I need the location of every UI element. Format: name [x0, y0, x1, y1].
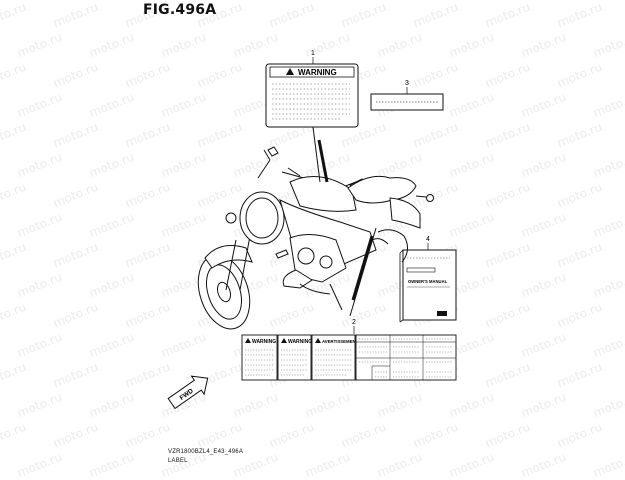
callout-2: 2: [352, 319, 356, 326]
label-set-2[interactable]: WARNING WARNING AVERTISSEMENT: [241, 334, 457, 381]
warning-triangle-icon: [286, 68, 294, 75]
owners-manual-title: OWNER'S MANUAL: [408, 279, 448, 284]
label-strip-3[interactable]: [370, 93, 444, 111]
warning-label-1-text-lines: [272, 83, 350, 120]
warning-label-1[interactable]: WARNING: [265, 63, 359, 128]
owners-manual[interactable]: OWNER'S MANUAL: [399, 249, 457, 323]
callout-1: 1: [311, 50, 315, 57]
tyre-table-text: [359, 338, 453, 378]
warning-label-1-header: WARNING: [298, 68, 337, 77]
manual-logo-icon: [437, 311, 447, 316]
callout-3: 3: [405, 80, 409, 87]
leader-line-2: [349, 227, 377, 317]
figure-code: VZR1800BZL4_E43_496A: [168, 449, 244, 455]
figure-title: FIG.496A: [143, 2, 217, 18]
callout-4: 4: [426, 236, 430, 243]
motorcycle-drawing: [197, 146, 434, 330]
fwd-direction-arrow: FWD: [167, 375, 209, 410]
label-set-2-warning-b: WARNING: [288, 339, 312, 345]
label-set-2-avertissement: AVERTISSEMENT: [322, 339, 359, 344]
label-set-2-warning-a: WARNING: [252, 339, 276, 345]
parts-diagram: WARNING 1 3: [167, 50, 457, 410]
leader-line-1-bike: [312, 126, 329, 183]
label-set-2-text-lines: [245, 349, 352, 376]
figure-name: LABEL: [168, 458, 188, 464]
